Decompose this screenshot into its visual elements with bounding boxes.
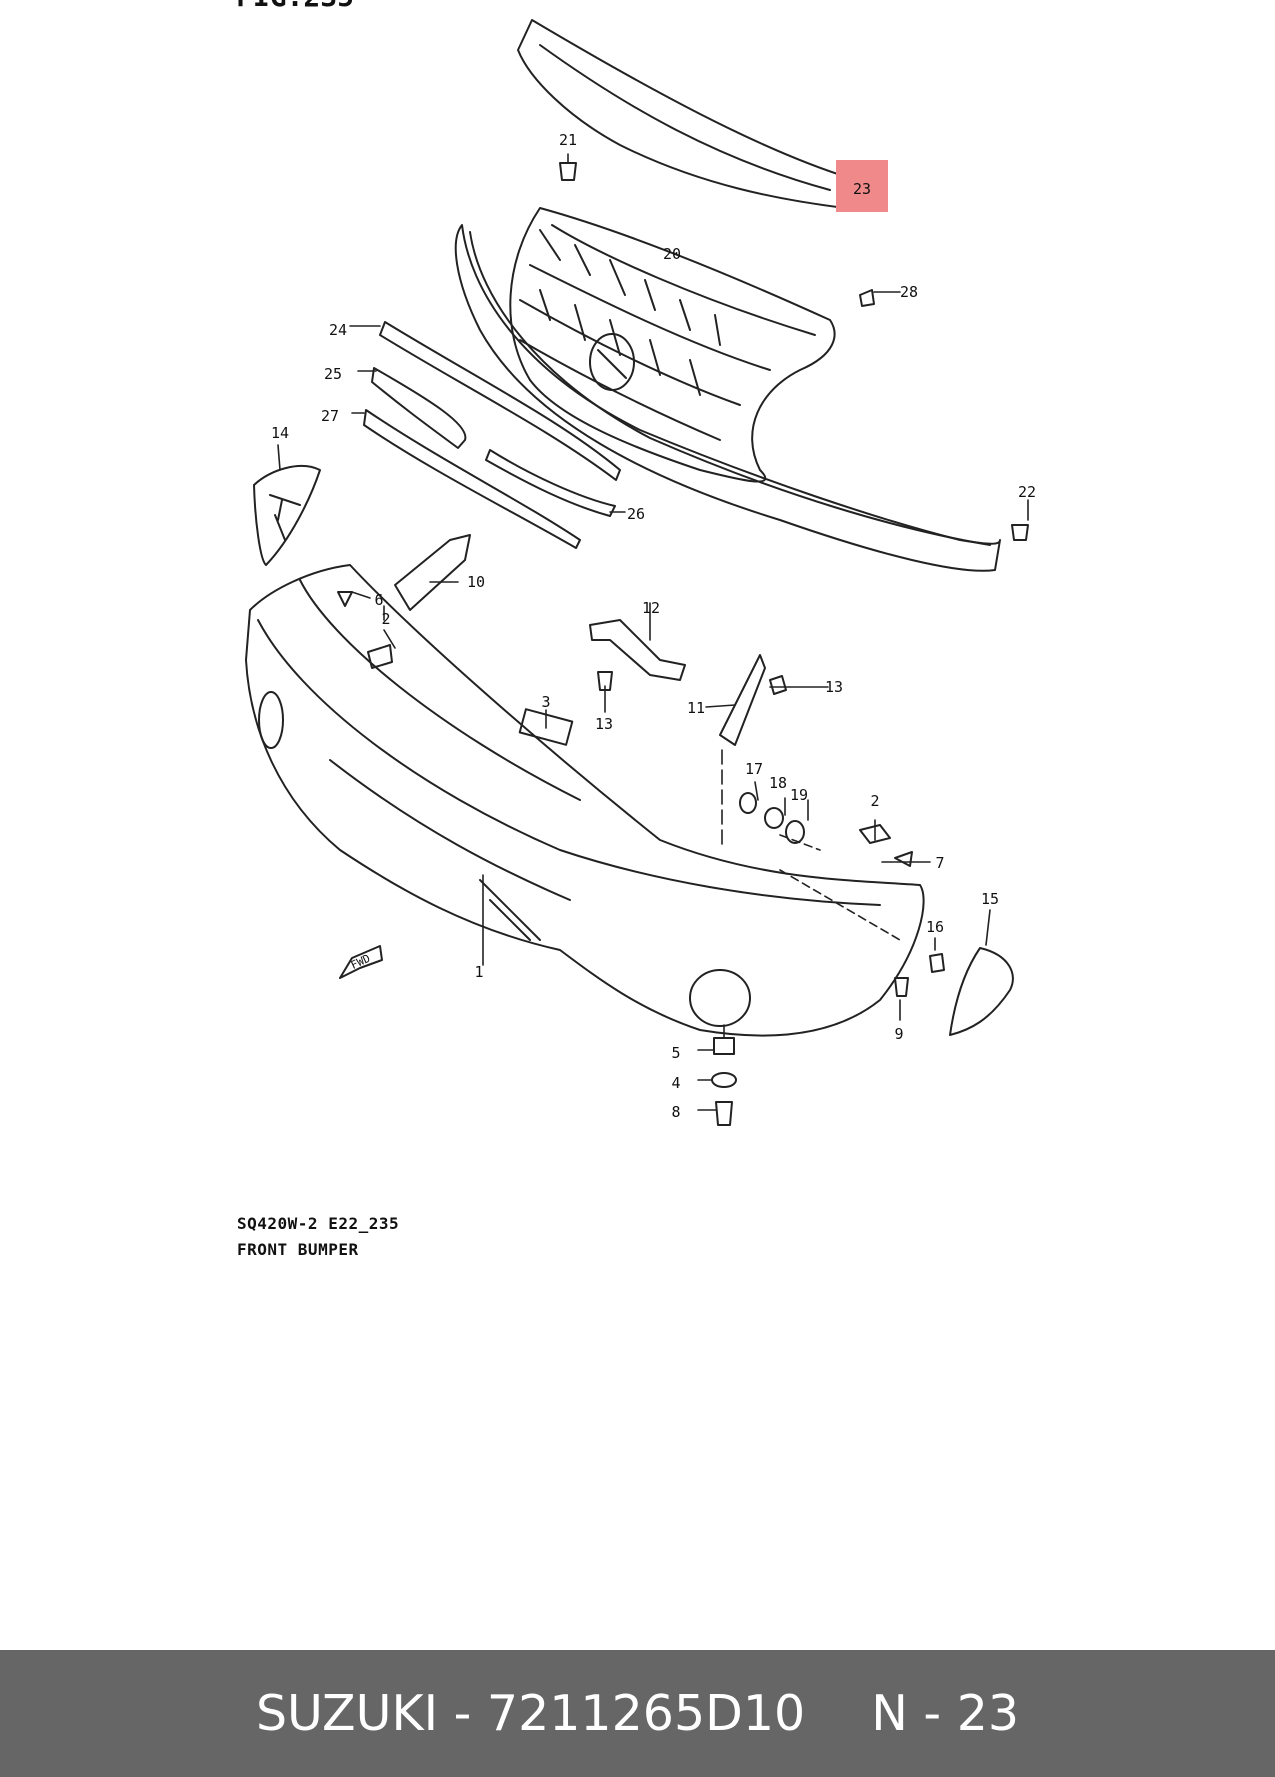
part-14-bracket [253,465,321,566]
part-3-bracket [518,708,574,746]
callout-3: 3 [541,693,550,711]
callout-16: 16 [926,918,944,936]
callout-2b: 2 [870,792,879,810]
mouldings [363,321,621,549]
highlight-box [836,160,888,212]
part-11-stay [719,654,766,746]
callout-25: 25 [324,365,342,383]
callout-4: 4 [671,1074,680,1092]
part-22-frame [454,224,1001,572]
fwd-arrow-icon [339,945,383,979]
callout-15: 15 [981,890,999,908]
callout-12: 12 [642,599,660,617]
part-10-stay [394,534,471,611]
callout-23: 23 [853,180,871,198]
callout-11: 11 [687,699,705,717]
diagram-title: FRONT BUMPER [237,1240,359,1259]
callout-9: 9 [894,1025,903,1043]
footer-bar: SUZUKI - 7211265D10 N - 23 [0,1650,1275,1777]
stays [394,534,766,746]
callout-2a: 2 [381,610,390,628]
part-1-bumper [245,564,925,1037]
callout-13b: 13 [825,678,843,696]
callout-28: 28 [900,283,918,301]
callout-19: 19 [790,786,808,804]
callout-18: 18 [769,774,787,792]
callout-14: 14 [271,424,289,442]
part-12-stay [589,619,686,681]
part-15-bracket [949,947,1014,1036]
callout-6: 6 [374,591,383,609]
callout-21: 21 [559,131,577,149]
callout-1: 1 [474,963,483,981]
callout-13a: 13 [595,715,613,733]
callout-27: 27 [321,407,339,425]
footer-brand-part: SUZUKI - 7211265D10 [255,1685,806,1742]
part-20-grille [509,207,836,483]
leader-lines [277,153,1029,1111]
callout-5: 5 [671,1044,680,1062]
callout-24: 24 [329,321,347,339]
fasteners [337,162,1029,1126]
callout-17: 17 [745,760,763,778]
diagram-svg: 23 21 20 28 24 25 27 14 26 22 10 6 2 12 … [236,0,1036,1126]
figure-header: FIG.235 [236,0,354,13]
callouts: 23 21 20 28 24 25 27 14 26 22 10 6 2 12 … [271,131,1036,1121]
callout-20: 20 [663,245,681,263]
callout-22: 22 [1018,483,1036,501]
callout-26: 26 [627,505,645,523]
footer-position: N - 23 [871,1685,1020,1742]
callout-7: 7 [935,854,944,872]
callout-8: 8 [671,1103,680,1121]
fwd-label: FWD [349,952,373,972]
part-23-garnish [517,19,851,209]
diagram-code: SQ420W-2 E22_235 [237,1214,400,1233]
callout-10: 10 [467,573,485,591]
parts-diagram: 23 21 20 28 24 25 27 14 26 22 10 6 2 12 … [236,0,1036,1126]
